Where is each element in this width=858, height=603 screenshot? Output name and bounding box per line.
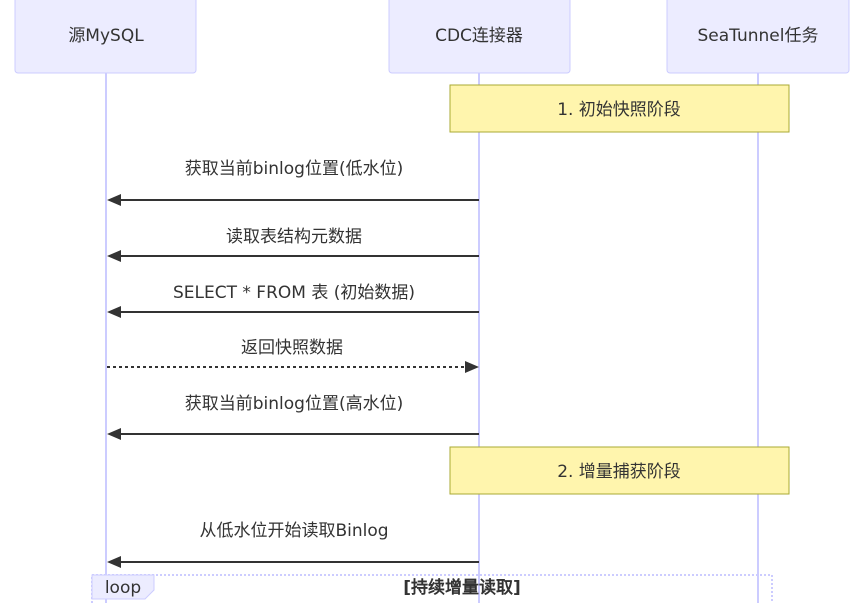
message-label: 获取当前binlog位置(高水位) bbox=[185, 394, 403, 414]
note-incremental-phase: 2. 增量捕获阶段 bbox=[449, 446, 790, 495]
participant-mysql: 源MySQL bbox=[14, 0, 197, 74]
arrowhead bbox=[465, 361, 479, 373]
participant-seatunnel: SeaTunnel任务 bbox=[666, 0, 850, 74]
message-label: 读取表结构元数据 bbox=[226, 227, 362, 247]
message-get-low-watermark: 获取当前binlog位置(低水位) bbox=[107, 159, 479, 206]
participant-cdc: CDC连接器 bbox=[388, 0, 571, 74]
participant-label: CDC连接器 bbox=[435, 26, 523, 46]
arrowhead bbox=[107, 306, 121, 318]
message-label: 返回快照数据 bbox=[241, 338, 343, 358]
loop-condition: [持续增量读取] bbox=[403, 577, 521, 598]
note-snapshot-phase: 1. 初始快照阶段 bbox=[449, 84, 790, 133]
participant-label: SeaTunnel任务 bbox=[698, 26, 819, 46]
loop-label: loop bbox=[105, 578, 141, 598]
message-return-snapshot: 返回快照数据 bbox=[107, 338, 479, 373]
participant-label: 源MySQL bbox=[68, 26, 144, 46]
message-label: 获取当前binlog位置(低水位) bbox=[185, 159, 403, 179]
message-get-high-watermark: 获取当前binlog位置(高水位) bbox=[107, 394, 479, 440]
message-read-binlog: 从低水位开始读取Binlog bbox=[107, 521, 479, 568]
arrowhead bbox=[107, 556, 121, 568]
loop-frame: loop [持续增量读取] bbox=[91, 574, 773, 603]
arrowhead bbox=[107, 428, 121, 440]
arrowhead bbox=[107, 250, 121, 262]
loop-tab bbox=[91, 574, 155, 600]
message-read-schema: 读取表结构元数据 bbox=[107, 227, 479, 262]
message-label: SELECT * FROM 表 (初始数据) bbox=[173, 283, 415, 303]
note-label: 1. 初始快照阶段 bbox=[557, 100, 681, 120]
message-select-initial-data: SELECT * FROM 表 (初始数据) bbox=[107, 283, 479, 318]
note-label: 2. 增量捕获阶段 bbox=[557, 462, 681, 482]
arrowhead bbox=[107, 194, 121, 206]
message-label: 从低水位开始读取Binlog bbox=[199, 521, 388, 541]
